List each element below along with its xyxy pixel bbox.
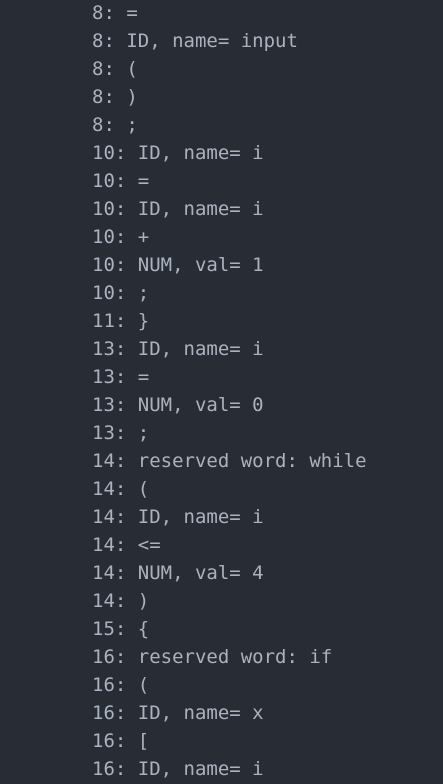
- token-line: 10: =: [92, 170, 150, 192]
- token-line: 8: =: [92, 2, 138, 24]
- token-line: 14: ID, name= i: [92, 506, 264, 528]
- token-line: 13: ID, name= i: [92, 338, 264, 360]
- token-line: 10: ;: [92, 282, 150, 304]
- token-line: 13: NUM, val= 0: [92, 394, 264, 416]
- token-line: 16: reserved word: if: [92, 646, 333, 668]
- token-line: 13: =: [92, 366, 150, 388]
- token-line: 10: ID, name= i: [92, 142, 264, 164]
- token-line: 14: (: [92, 478, 150, 500]
- token-line: 8: ): [92, 86, 138, 108]
- token-line: 13: ;: [92, 422, 150, 444]
- token-line: 10: +: [92, 226, 150, 248]
- token-line: 16: ID, name= x: [92, 702, 264, 724]
- token-line: 14: NUM, val= 4: [92, 562, 264, 584]
- token-line: 14: reserved word: while: [92, 450, 367, 472]
- token-line: 16: ID, name= i: [92, 758, 264, 780]
- token-line: 16: [: [92, 730, 150, 752]
- token-line: 11: }: [92, 310, 150, 332]
- token-line: 8: ;: [92, 114, 138, 136]
- token-list: 8: = 8: ID, name= input 8: ( 8: ) 8: ; 1…: [92, 0, 367, 783]
- token-line: 10: NUM, val= 1: [92, 254, 264, 276]
- token-line: 15: {: [92, 618, 150, 640]
- token-line: 16: (: [92, 674, 150, 696]
- token-line: 8: ID, name= input: [92, 30, 298, 52]
- token-line: 8: (: [92, 58, 138, 80]
- token-line: 14: ): [92, 590, 150, 612]
- token-line: 10: ID, name= i: [92, 198, 264, 220]
- token-line: 14: <=: [92, 534, 161, 556]
